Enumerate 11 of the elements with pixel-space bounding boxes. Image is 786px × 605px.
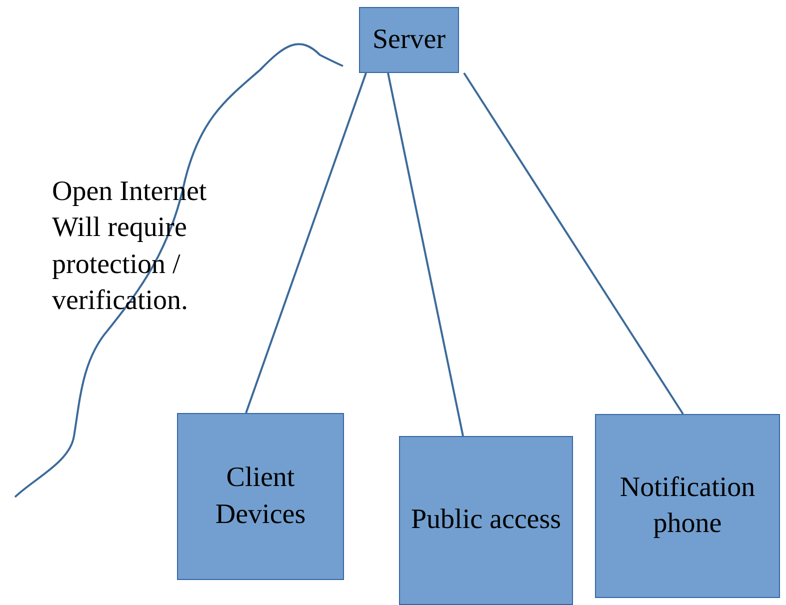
node-box [399, 436, 573, 605]
node-box [177, 413, 344, 580]
connector-line [463, 72, 684, 415]
node-label: Notification phone [618, 470, 756, 541]
node-box [595, 414, 780, 598]
node-label: Public access [410, 503, 562, 538]
connector-line [245, 72, 367, 414]
connector-line [387, 72, 464, 436]
node-label: Client Devices [214, 461, 307, 532]
node-box [359, 7, 459, 73]
node-label: Server [372, 22, 446, 57]
